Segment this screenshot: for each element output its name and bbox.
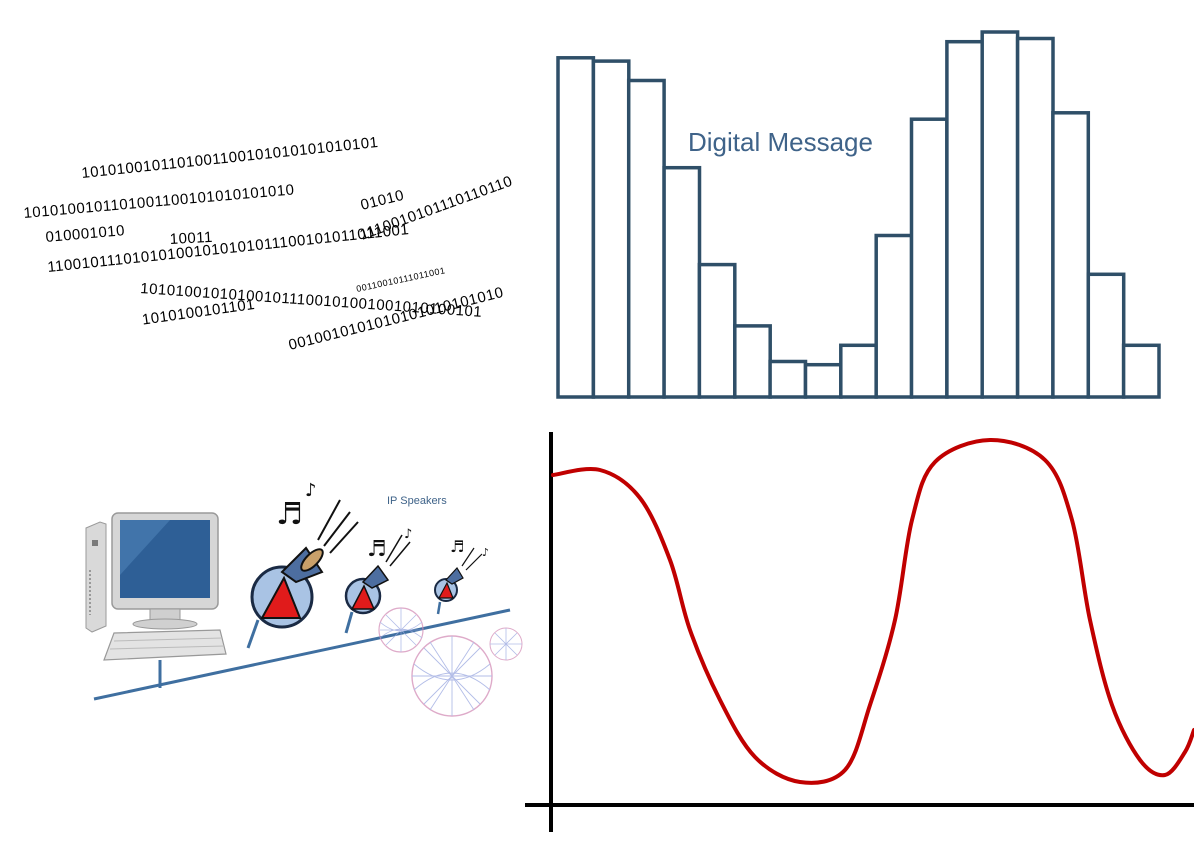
digital-message-bar [803, 362, 843, 399]
digital-message-bars [556, 30, 1161, 399]
binary-line: 01010 [359, 187, 406, 214]
network-line [93, 608, 511, 701]
ip-speaker-network: ♬ ♪ ♬ ♪ ♬ ♪ [85, 480, 523, 717]
digital-message-bar [874, 233, 914, 399]
analog-wave-plot [525, 432, 1194, 832]
binary-line: 00110010111011001 [355, 265, 446, 294]
network-globe-icon [411, 635, 493, 717]
network-globe-icon [378, 607, 424, 653]
ip-speaker-medium: ♬ ♪ [344, 527, 412, 634]
digital-message-bar [556, 56, 596, 399]
digital-message-bar [591, 59, 631, 399]
svg-text:♪: ♪ [305, 480, 317, 501]
digital-message-bar [768, 359, 808, 399]
ip-speaker-small: ♬ ♪ [434, 537, 489, 615]
digital-message-bar [909, 117, 949, 399]
ip-speakers-label: IP Speakers [387, 495, 447, 507]
digital-message-label: Digital Message [688, 127, 873, 157]
digital-message-bar [1051, 111, 1091, 399]
digital-message-bar [733, 324, 772, 399]
digital-message-bar [1121, 343, 1161, 399]
digital-message-bar [1086, 272, 1126, 399]
svg-text:♬: ♬ [367, 537, 387, 562]
binary-line: 1010100101101001100101010101010 [23, 181, 295, 222]
digital-message-bar [626, 78, 666, 399]
network-globe-icon [489, 627, 523, 661]
svg-text:♬: ♬ [450, 537, 464, 556]
svg-text:♪: ♪ [404, 527, 412, 542]
computer-icon [85, 512, 227, 661]
digital-message-bar [697, 262, 737, 399]
binary-line: 1010100101101001100101010101010101 [81, 134, 380, 182]
svg-text:♬: ♬ [276, 497, 303, 532]
binary-stream: 1010100101101001100101010101010101 10101… [23, 134, 515, 354]
binary-line: 10011 [169, 229, 213, 248]
digital-message-bar [839, 343, 878, 399]
svg-text:♪: ♪ [482, 546, 489, 559]
ip-speaker-large: ♬ ♪ [246, 480, 359, 649]
analog-wave-line [551, 437, 1194, 785]
digital-message-bar [1015, 36, 1055, 399]
digital-message-bar [980, 30, 1020, 399]
digital-message-bar [662, 165, 702, 399]
binary-line: 010001010 [45, 222, 126, 246]
digital-message-bar [945, 39, 985, 399]
